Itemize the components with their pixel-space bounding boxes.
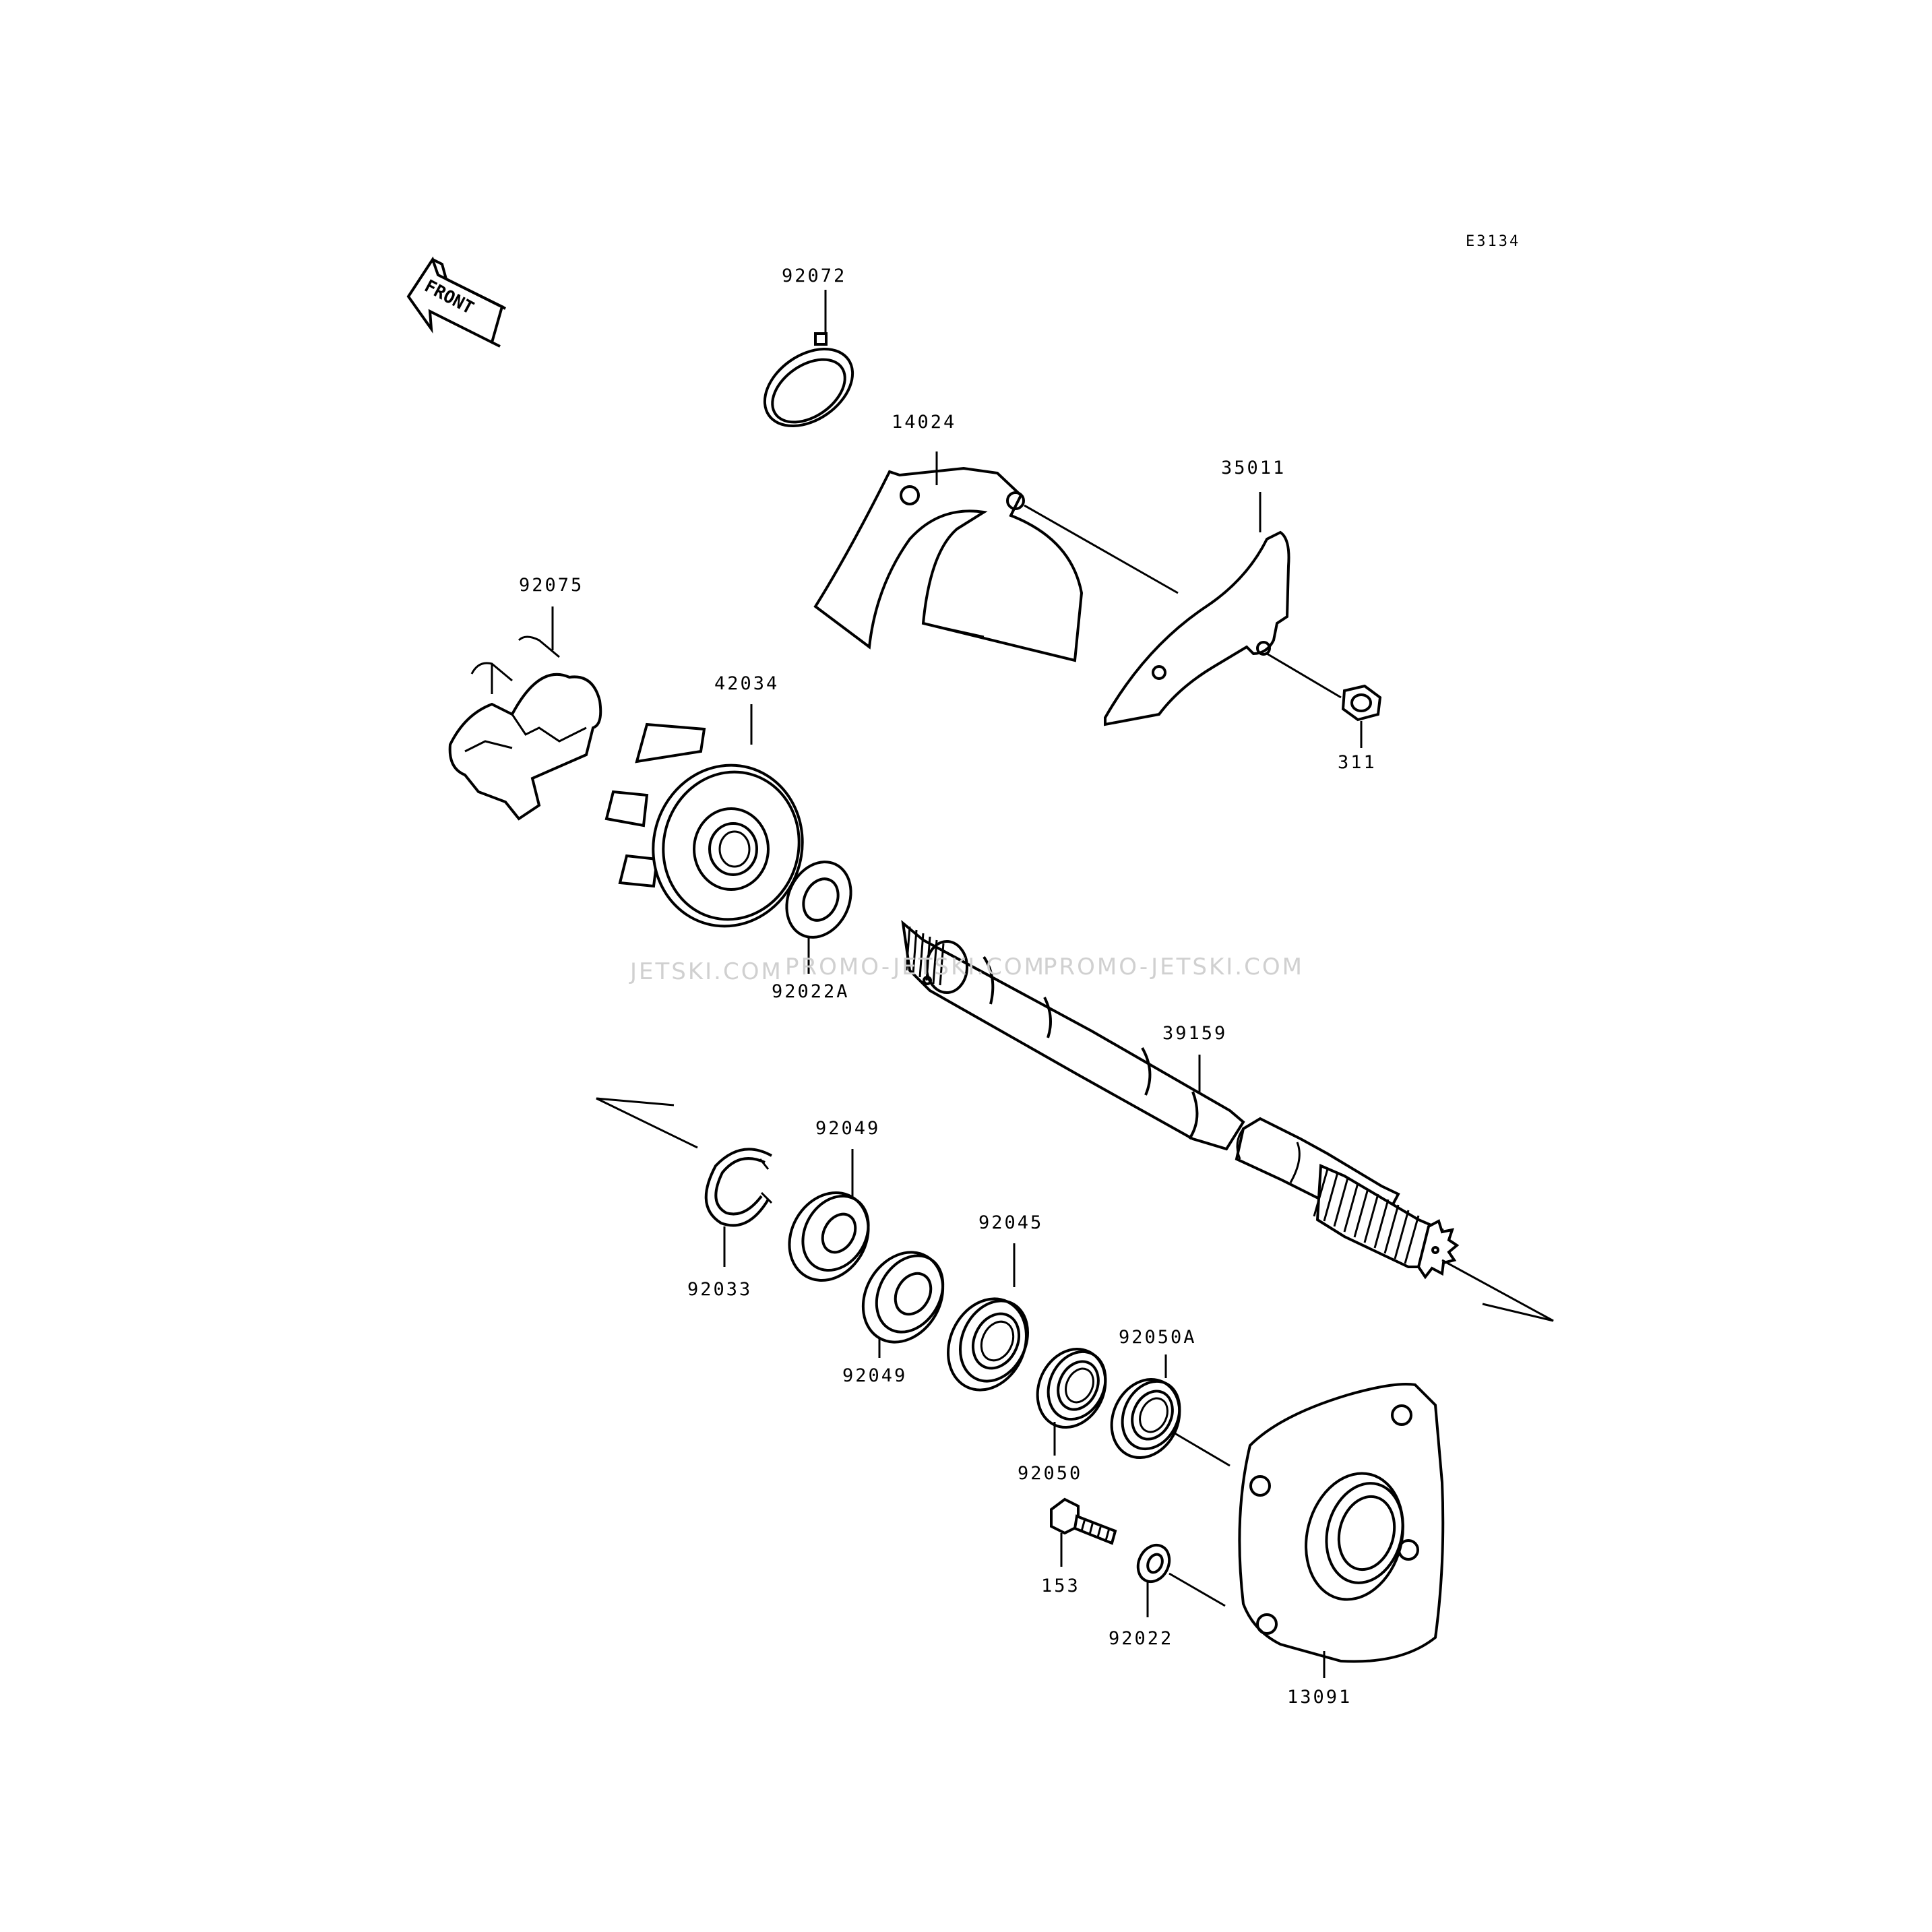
part-label-311: 311 [1338,752,1377,773]
clamp-92072 [763,290,854,428]
part-label-39159: 39159 [1162,1023,1227,1044]
seal-92049-lower [861,1251,945,1358]
axis-arrow-right-icon [1441,1259,1554,1322]
washer-92022A [785,861,852,974]
part-label-42034: 42034 [714,673,779,694]
seal-92049-upper [788,1149,870,1282]
part-label-92072: 92072 [782,266,846,286]
watermark-part1: JETSKI.COM [629,958,783,985]
part-label-92022: 92022 [1109,1628,1173,1649]
washer-92022 [1136,1543,1226,1617]
bolt-153 [1050,1497,1117,1567]
watermark-part2: PROMO-JETSKI.COM [785,954,1046,980]
bearing-92050 [1036,1347,1107,1456]
bearing-92050A [1110,1354,1230,1467]
part-label-35011: 35011 [1221,458,1286,478]
part-label-92049-upper: 92049 [815,1118,880,1139]
front-arrow-icon: FRONT [406,256,507,348]
watermark-part3: PROMO-JETSKI.COM [1043,954,1304,980]
part-label-14024: 14024 [892,412,956,433]
part-label-92033: 92033 [687,1279,752,1300]
circlip-92033 [704,1148,773,1267]
part-label-92049-lower: 92049 [842,1365,907,1386]
axis-arrow-left-icon [596,1097,698,1149]
plate-13091 [1238,1383,1445,1678]
impeller-42034 [604,704,804,928]
bracket-35011 [1104,492,1290,726]
bearing-92045 [947,1243,1030,1392]
part-label-13091: 13091 [1287,1687,1352,1708]
part-label-153: 153 [1041,1576,1080,1596]
part-label-92075: 92075 [519,575,584,596]
shaft-39159 [901,920,1460,1280]
part-label-92050: 92050 [1018,1463,1082,1484]
part-label-92045: 92045 [978,1212,1043,1233]
part-label-92022A: 92022A [772,981,850,1002]
cover-14024 [813,451,1084,662]
part-label-92050A: 92050A [1119,1327,1197,1348]
diagram-code: E3134 [1466,233,1520,250]
damper-92075 [448,606,602,821]
nut-311 [1266,652,1382,748]
watermark: JETSKI.COM PROMO-JETSKI.COM PROMO-JETSKI… [629,954,1304,985]
